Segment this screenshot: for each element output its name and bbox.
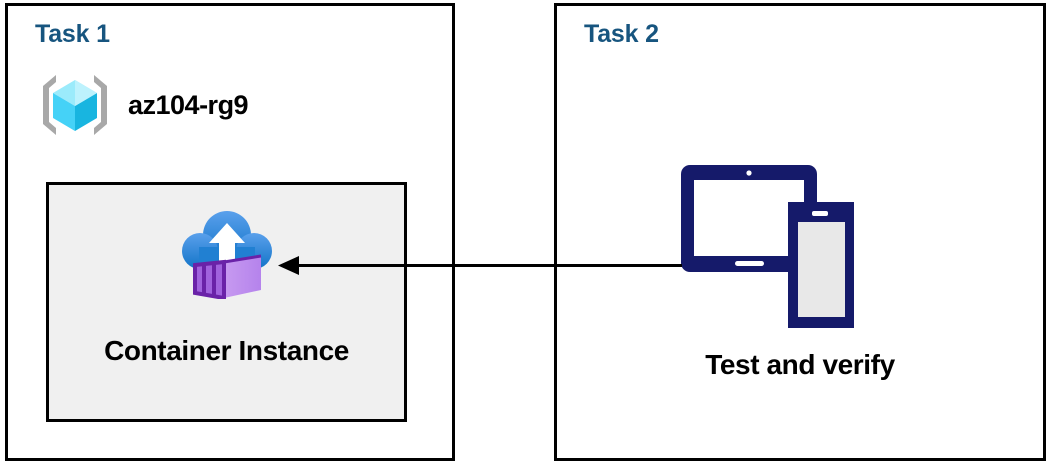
container-instance-label: Container Instance	[104, 335, 349, 366]
task-panel-1: Task 1 az104-rg9	[5, 3, 455, 461]
container-instance-box: Container Instance	[46, 182, 407, 422]
azure-container-instance-icon	[181, 211, 272, 299]
azure-resource-group-icon	[43, 75, 107, 135]
upload-arrow-shape	[208, 223, 245, 269]
task-1-title: Task 1	[35, 20, 110, 48]
resource-group-label: az104-rg9	[128, 89, 249, 120]
task-2-title: Task 2	[584, 20, 659, 48]
resource-group-row: az104-rg9	[38, 68, 249, 142]
tablet-and-phone-icon	[681, 165, 854, 328]
task-panel-2: Task 2	[554, 3, 1046, 461]
test-and-verify-label: Test and verify	[705, 349, 895, 380]
